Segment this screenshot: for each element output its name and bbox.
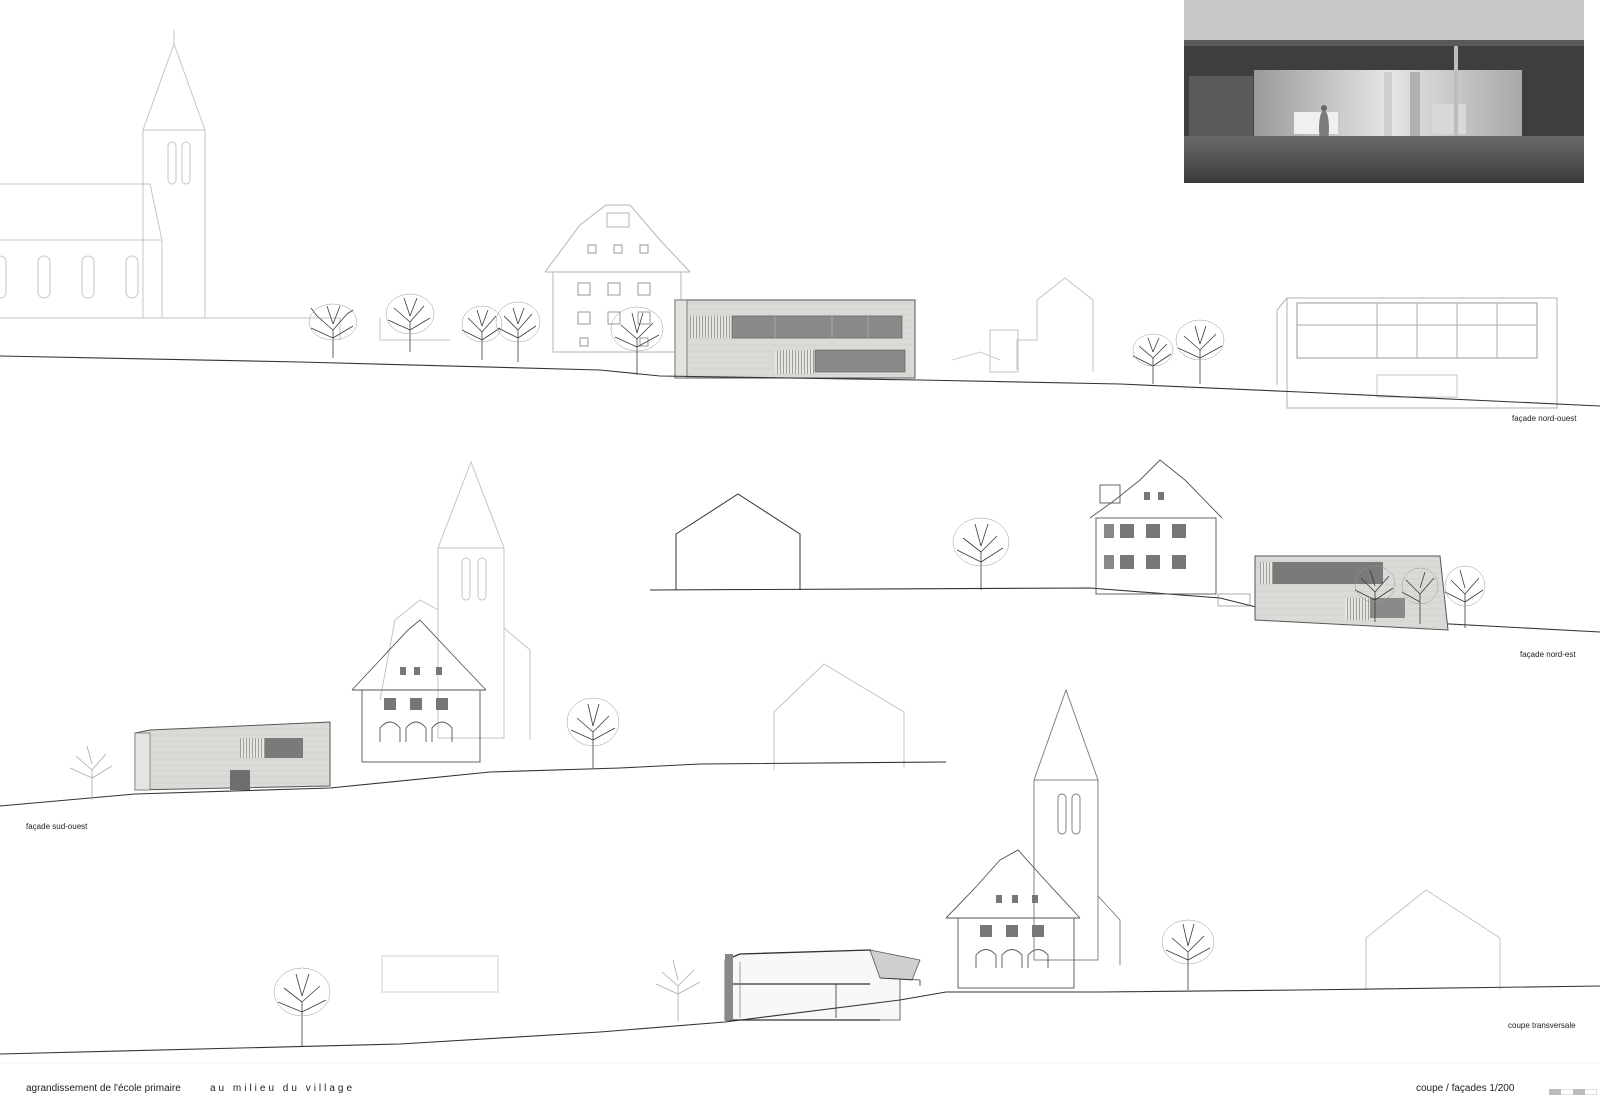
ground-line-nw <box>0 355 1600 407</box>
ground-line-sw <box>0 761 947 807</box>
trees-sw <box>69 697 620 800</box>
label-facade-nord-est: façade nord-est <box>1520 650 1576 659</box>
trees-coupe <box>273 919 1215 1046</box>
ground-line-ne <box>649 587 1600 633</box>
school-extension-nw <box>674 299 916 379</box>
facade-sud-ouest-drawing <box>0 460 947 807</box>
footer-subtitle: au milieu du village <box>210 1083 356 1094</box>
label-facade-nord-ouest: façade nord-ouest <box>1512 414 1577 423</box>
coupe-transversale-drawing <box>0 688 1600 1055</box>
label-facade-sud-ouest: façade sud-ouest <box>26 822 88 831</box>
context-gable-ne <box>675 493 801 590</box>
historic-house-coupe <box>945 849 1081 989</box>
school-section-cut <box>724 949 921 1021</box>
church-context-sw <box>379 460 531 740</box>
facade-nord-ouest-drawing <box>0 30 1600 409</box>
context-gable-coupe <box>1365 889 1501 990</box>
historic-house-nw <box>544 204 691 353</box>
trees-ne <box>952 517 1486 628</box>
scale-bar <box>1549 1089 1597 1095</box>
school-extension-ne <box>1217 555 1449 631</box>
church-context <box>0 30 450 341</box>
context-buildings-nw <box>951 277 1558 409</box>
interior-render <box>1184 0 1584 183</box>
context-box-left <box>381 955 499 993</box>
historic-house-sw <box>351 619 487 763</box>
facade-nord-est-drawing <box>649 459 1600 633</box>
context-gable-sw <box>773 663 905 770</box>
footer-sheet-title: coupe / façades 1/200 <box>1416 1083 1515 1094</box>
footer-project-title: agrandissement de l'école primaire <box>26 1083 181 1094</box>
historic-house-ne <box>1089 459 1223 595</box>
trees-nw <box>308 293 1225 384</box>
church-context-coupe <box>1033 688 1121 965</box>
school-extension-sw <box>134 721 331 791</box>
label-coupe-transversale: coupe transversale <box>1508 1021 1576 1030</box>
ground-line-coupe <box>0 985 1600 1055</box>
